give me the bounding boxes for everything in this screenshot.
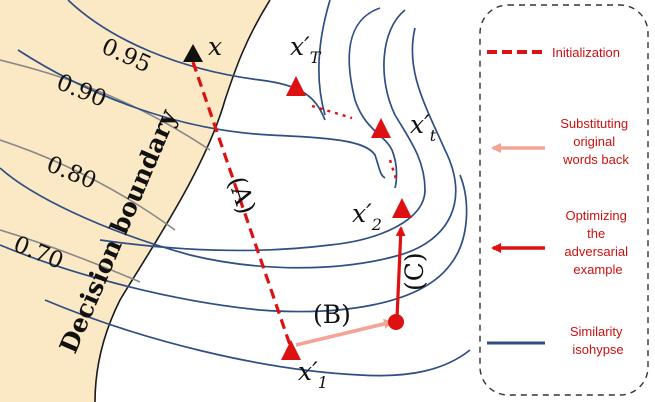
point-x2-label: x′2	[352, 199, 382, 234]
legend-isohypse-label: Similarity isohypse	[570, 324, 626, 357]
dotted-trail-1	[311, 104, 353, 120]
isohypse-6	[0, 27, 457, 269]
point-xt-label: x′t	[410, 110, 437, 145]
point-xt-marker	[371, 118, 391, 138]
legend-substitute-label: Substituting original words back	[560, 116, 632, 167]
step-c-arrow	[395, 226, 406, 319]
decision-boundary-line	[94, 0, 271, 402]
point-x1-label: x′1	[298, 357, 328, 392]
step-a-label: (A)	[222, 173, 261, 218]
legend-optimize-label: Optimizing the adversarial example	[564, 208, 631, 277]
legend-box	[479, 4, 649, 396]
isohypse-8	[44, 299, 471, 377]
point-x1-marker	[281, 340, 301, 360]
isohypse-1	[67, 0, 326, 121]
decision-region	[0, 0, 270, 402]
point-xT-marker	[286, 76, 306, 96]
point-x2-marker	[392, 198, 412, 218]
isohypse-7	[0, 174, 468, 313]
point-x-marker	[183, 44, 203, 62]
optimize-start-dot	[388, 314, 404, 330]
step-c-label: (C)	[400, 252, 429, 291]
isohypse-2	[17, 49, 386, 179]
point-xT-label: x′T	[290, 32, 322, 67]
isohypse-grey-3	[0, 229, 141, 283]
isohypse-4	[318, 0, 331, 116]
isohypse-grey-1	[0, 59, 211, 151]
step-b-label: (B)	[313, 300, 351, 329]
isohypse-5	[99, 9, 426, 252]
step-a-line	[191, 61, 293, 349]
step-b-arrow	[295, 319, 394, 347]
isohypse-grey-2	[0, 139, 176, 231]
point-x-label: x	[208, 32, 222, 61]
isohypse-3	[348, 7, 398, 189]
legend-initialization-label: Initialization	[552, 45, 620, 60]
